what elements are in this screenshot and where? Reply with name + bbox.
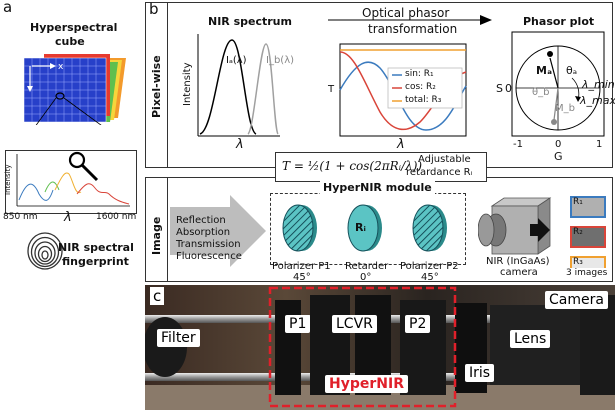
phasor-tick-1: 1 <box>596 139 603 150</box>
ia-label: Iₐ(λ) <box>226 55 247 66</box>
nir-camera <box>478 197 552 255</box>
photo-label-hypernir: HyperNIR <box>325 375 408 393</box>
p2-label-2: 45° <box>421 272 439 283</box>
hardware-photo: Filter P1 LCVR P2 Camera Lens Iris Hyper… <box>145 285 615 410</box>
image-tile-r3-label: R₃ <box>573 257 583 267</box>
photo-label-p1: P1 <box>285 315 311 333</box>
image-divider <box>167 177 168 282</box>
camera-label-1: NIR (InGaAs) <box>486 256 550 267</box>
fingerprint-spectrum-plot <box>16 151 130 207</box>
p2-label-1: Polarizer P2 <box>400 261 459 272</box>
panel-a-letter: a <box>3 0 13 16</box>
panel-b-letter: b <box>149 0 159 18</box>
fingerprint-icon <box>25 231 65 271</box>
pixelwise-label: Pixel-wise <box>150 55 163 118</box>
polarizer-p2 <box>412 204 447 252</box>
lambda-min-label: λ_min <box>582 78 615 91</box>
spectrum-xmin-label: 850 nm <box>3 212 38 222</box>
spectrum-xmax-label: 1600 nm <box>96 212 137 222</box>
mb-label: M_b <box>555 103 575 114</box>
phasor-zero-y: 0 <box>505 82 512 95</box>
ma-label: Mₐ <box>536 64 552 77</box>
retarder-label-1: Retarder <box>345 261 389 272</box>
cube-title-line1: Hyperspectral <box>30 21 118 34</box>
phasor-arrow-label-2: transformation <box>368 22 458 36</box>
p1-label-1: Polarizer P1 <box>272 261 331 272</box>
photo-label-lcvr: LCVR <box>332 315 377 333</box>
input-arrow <box>170 195 266 267</box>
cube-title-line2: cube <box>55 35 85 48</box>
photo-label-p2: P2 <box>405 315 431 333</box>
fingerprint-label-1: NIR spectral <box>58 241 134 254</box>
hyperspectral-cube <box>23 54 126 125</box>
theta-b-label: θ_b <box>532 87 550 98</box>
spectrum-ylabel: Intensity <box>4 164 12 195</box>
phasor-g-label: G <box>554 150 563 163</box>
image-tile-r2-label: R₂ <box>573 227 583 237</box>
input-transmission: Transmission <box>176 239 241 250</box>
phasor-s-label: S <box>496 82 503 95</box>
p1-label-2: 45° <box>293 272 311 283</box>
input-absorption: Absorption <box>176 227 231 238</box>
legend-total: total: R₃ <box>405 95 442 105</box>
retarder-label-2: 0° <box>360 272 372 283</box>
nir-xlabel: λ <box>236 137 244 152</box>
formula: T = ½(1 + cos(2πRᵢ/λ)) <box>282 159 423 173</box>
adjustable-label-1: Adjustable <box>418 154 471 165</box>
input-list: Reflection Absorption Transmission Fluor… <box>176 215 242 263</box>
nir-title: NIR spectrum <box>208 15 292 28</box>
legend-sin: sin: R₁ <box>405 69 434 79</box>
retarder-symbol: Rᵢ <box>355 221 366 234</box>
t-ylabel: T <box>328 84 335 95</box>
images-caption: 3 images <box>566 268 608 278</box>
transmission-chart <box>339 43 467 137</box>
cube-axis-x-label: x <box>58 62 64 72</box>
image-tile-r1-label: R₁ <box>573 197 583 207</box>
legend-cos: cos: R₂ <box>405 82 436 92</box>
pixelwise-divider <box>167 2 168 168</box>
phasor-tick-0: 0 <box>555 139 562 150</box>
photo-label-filter: Filter <box>157 329 200 347</box>
image-tile-r2 <box>570 226 606 248</box>
photo-label-camera: Camera <box>545 291 608 309</box>
adjustable-label-2: retardance Rᵢ <box>406 167 473 178</box>
retarder <box>347 204 382 252</box>
module-title: HyperNIR module <box>320 181 435 194</box>
lambda-max-label: λ_max <box>580 94 615 107</box>
camera-label-2: camera <box>500 267 538 278</box>
photo-label-lens: Lens <box>510 330 551 348</box>
photo-label-iris: Iris <box>465 364 495 382</box>
phasor-arrow-label-1: Optical phasor <box>362 6 450 20</box>
nir-ylabel: Intensity <box>182 62 193 106</box>
ib-label: I_b(λ) <box>266 55 295 66</box>
spectrum-xlabel: λ <box>64 210 72 225</box>
panel-c-letter: c <box>150 287 165 305</box>
fingerprint-label-2: fingerprint <box>62 255 129 268</box>
phasor-title: Phasor plot <box>523 15 595 28</box>
pixelwise-panel <box>145 2 613 168</box>
image-tile-r1 <box>570 196 606 218</box>
image-row-label: Image <box>150 216 163 255</box>
input-fluorescence: Fluorescence <box>176 251 242 262</box>
nir-spectrum-chart <box>197 34 280 137</box>
input-reflection: Reflection <box>176 215 226 226</box>
theta-a-label: θₐ <box>566 64 578 77</box>
polarizer-p1 <box>282 204 317 252</box>
phasor-tick-neg1: -1 <box>513 139 523 150</box>
phasor-transform-arrow <box>328 15 492 25</box>
phasor-plot <box>511 31 605 137</box>
t-xlabel: λ <box>397 137 405 152</box>
